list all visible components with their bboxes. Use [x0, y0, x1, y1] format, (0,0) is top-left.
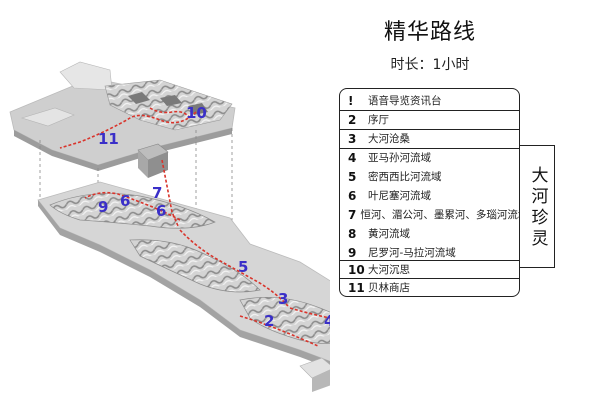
legend-item: 9 尼罗河-马拉河流域 [340, 243, 521, 262]
legend-divider [340, 278, 520, 279]
legend-label: 恒河、湄公河、墨累河、多瑙河流域 [360, 209, 529, 221]
map-marker: 7 [152, 184, 162, 202]
route-lower-2 [179, 229, 289, 307]
map-marker: 10 [186, 104, 207, 122]
lift-block [137, 143, 169, 178]
legend-item: 3 大河沧桑 [340, 129, 521, 148]
legend-item: 5 密西西比河流域 [340, 167, 521, 186]
legend-number: 2 [348, 112, 357, 127]
legend-number: 5 [348, 169, 357, 184]
group-bracket: 大河珍灵 [519, 145, 555, 268]
tour-route [59, 107, 330, 351]
map-marker: 3 [278, 290, 288, 308]
map-markers: 10 11 7 9 6 6 5 3 2 4 ! [98, 104, 330, 330]
legend-divider [340, 110, 520, 111]
legend-divider [340, 260, 520, 261]
legend-number: ! [348, 93, 354, 108]
legend-item: ! 语音导览资讯台 [340, 91, 521, 110]
legend-item: 2 序厅 [340, 110, 521, 129]
map-marker: 6 [156, 202, 166, 220]
group-label: 大河珍灵 [527, 165, 548, 250]
legend-divider [340, 148, 520, 149]
route-upper-2 [149, 107, 191, 119]
legend-item: 11 贝林商店 [340, 278, 521, 297]
legend-label: 贝林商店 [368, 282, 410, 294]
upper-floor [9, 61, 236, 171]
legend-number: 10 [348, 262, 365, 277]
map-marker: 11 [98, 130, 119, 148]
legend-label: 亚马孙河流域 [368, 152, 431, 164]
legend-label: 大河沉思 [368, 264, 410, 276]
route-title: 精华路线 [383, 20, 476, 45]
route-lower-4 [239, 315, 319, 347]
route-lower-1 [84, 191, 181, 221]
legend-number: 11 [348, 280, 365, 295]
legend-item: 8 黄河流域 [340, 224, 521, 243]
map-marker: 5 [238, 258, 248, 276]
legend-number: 8 [348, 226, 357, 241]
legend-item: 6 叶尼塞河流域 [340, 186, 521, 205]
legend-label: 尼罗河-马拉河流域 [368, 247, 456, 259]
route-upper [59, 111, 197, 149]
legend-divider [340, 129, 520, 130]
map-marker: 6 [120, 192, 130, 210]
legend-item: 7 恒河、湄公河、墨累河、多瑙河流域 [340, 205, 528, 224]
map-marker: 2 [264, 312, 274, 330]
legend-label: 黄河流域 [368, 228, 410, 240]
legend-number: 6 [348, 188, 357, 203]
legend-number: 9 [348, 245, 357, 260]
museum-floor-map: 10 11 7 9 6 6 5 3 2 4 ! [9, 61, 330, 392]
lower-floor [37, 181, 330, 392]
legend-item: 4 亚马孙河流域 [340, 148, 521, 167]
map-marker: 4 [324, 312, 330, 330]
legend-number: 7 [348, 207, 357, 222]
legend-label: 叶尼塞河流域 [368, 190, 431, 202]
legend-label: 大河沧桑 [368, 133, 410, 145]
legend-label: 密西西比河流域 [368, 171, 442, 183]
map-marker: 9 [98, 198, 108, 216]
legend-number: 3 [348, 131, 357, 146]
route-legend: ! 语音导览资讯台 2 序厅 3 大河沧桑 4 亚马孙河流域 5 密西西比河流域… [339, 88, 528, 297]
legend-item: 10 大河沉思 [340, 260, 521, 279]
legend-label: 序厅 [368, 114, 389, 126]
route-duration: 时长：1小时 [390, 57, 470, 73]
legend-number: 4 [348, 150, 357, 165]
legend-label: 语音导览资讯台 [368, 95, 442, 107]
route-vertical [161, 159, 179, 227]
